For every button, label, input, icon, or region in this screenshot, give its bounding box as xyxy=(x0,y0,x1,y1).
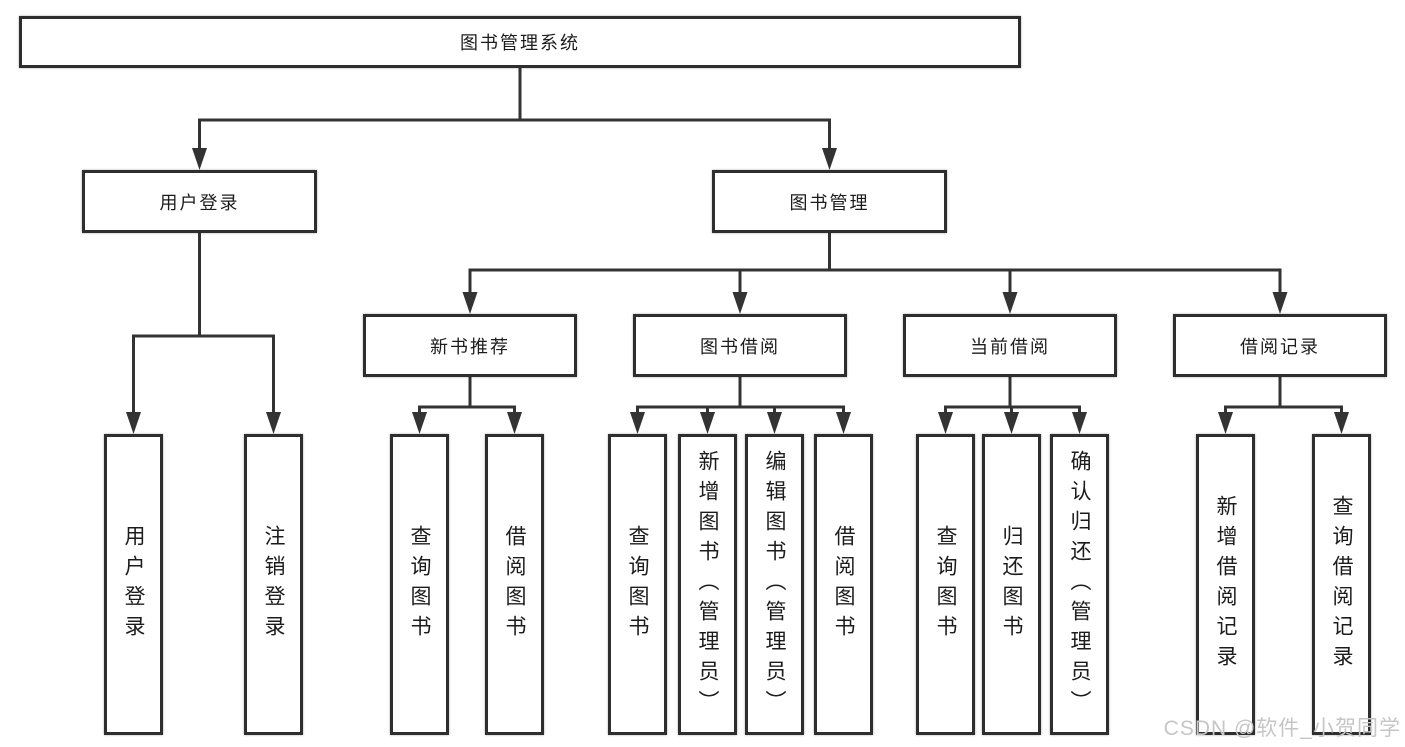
node-label: 查询图书 xyxy=(408,524,431,645)
diagram-node-login: 用户登录 xyxy=(82,170,317,233)
node-label: 新增借阅记录 xyxy=(1214,494,1237,675)
node-label: 注销登录 xyxy=(262,524,285,645)
arrowhead-icon xyxy=(732,292,748,314)
connector-path xyxy=(944,375,1081,417)
arrowhead-icon xyxy=(1218,412,1233,434)
arrowhead-icon xyxy=(412,412,427,434)
arrowhead-icon xyxy=(767,412,782,434)
connector-path xyxy=(636,375,845,417)
diagram-node-l12: 新增借阅记录 xyxy=(1196,434,1255,735)
node-label: 图书管理 xyxy=(789,192,870,213)
diagram-node-l13: 查询借阅记录 xyxy=(1312,434,1371,735)
diagram-node-l2: 注销登录 xyxy=(244,434,303,735)
diagram-node-l9: 查询图书 xyxy=(916,434,975,735)
connector-path xyxy=(1224,375,1343,417)
node-label: 查询图书 xyxy=(934,524,957,645)
arrowhead-icon xyxy=(630,412,645,434)
arrowhead-icon xyxy=(822,148,837,170)
arrowhead-icon xyxy=(266,412,281,434)
diagram-node-l11: 确认归还（管理员） xyxy=(1050,434,1109,735)
diagram-node-borrow: 图书借阅 xyxy=(633,314,847,377)
arrowhead-icon xyxy=(126,412,141,434)
diagram-node-l4: 借阅图书 xyxy=(485,434,544,735)
diagram-node-root: 图书管理系统 xyxy=(19,16,1021,68)
node-label: 查询图书 xyxy=(626,524,649,645)
connector-path xyxy=(198,66,831,153)
diagram-node-current: 当前借阅 xyxy=(903,314,1117,377)
arrowhead-icon xyxy=(1272,292,1288,314)
node-label: 查询借阅记录 xyxy=(1330,494,1353,675)
diagram-node-records: 借阅记录 xyxy=(1173,314,1387,377)
node-label: 确认归还（管理员） xyxy=(1068,449,1091,720)
node-label: 用户登录 xyxy=(159,192,240,213)
node-label: 借阅图书 xyxy=(503,524,526,645)
diagram-node-recommend: 新书推荐 xyxy=(363,314,577,377)
node-label: 借阅图书 xyxy=(832,524,855,645)
watermark: CSDN @软件_小贺同学 xyxy=(1163,717,1401,740)
diagram-node-l1: 用户登录 xyxy=(104,434,163,735)
arrowhead-icon xyxy=(1072,412,1087,434)
arrowhead-icon xyxy=(938,412,953,434)
arrowhead-icon xyxy=(836,412,851,434)
diagram-node-l5: 查询图书 xyxy=(608,434,667,735)
arrowhead-icon xyxy=(1002,292,1018,314)
node-label: 借阅记录 xyxy=(1240,336,1320,357)
arrowhead-icon xyxy=(507,412,522,434)
diagram-node-l10: 归还图书 xyxy=(982,434,1041,735)
diagram-node-l3: 查询图书 xyxy=(390,434,449,735)
connector-path xyxy=(418,375,516,417)
node-label: 新书推荐 xyxy=(430,336,510,357)
node-label: 新增图书（管理员） xyxy=(696,449,719,720)
node-label: 用户登录 xyxy=(122,524,145,645)
arrowhead-icon xyxy=(462,292,478,314)
node-label: 图书借阅 xyxy=(700,336,780,357)
connector-path xyxy=(468,231,1282,297)
diagram-node-l6: 新增图书（管理员） xyxy=(678,434,737,735)
diagram-node-l7: 编辑图书（管理员） xyxy=(745,434,804,735)
diagram-node-l8: 借阅图书 xyxy=(814,434,873,735)
arrowhead-icon xyxy=(192,148,207,170)
arrowhead-icon xyxy=(1334,412,1349,434)
diagram-node-mgmt: 图书管理 xyxy=(712,170,947,233)
node-label: 图书管理系统 xyxy=(460,33,580,53)
connector-path xyxy=(132,231,275,417)
node-label: 编辑图书（管理员） xyxy=(763,449,786,720)
arrowhead-icon xyxy=(700,412,715,434)
node-label: 归还图书 xyxy=(1000,524,1023,645)
node-label: 当前借阅 xyxy=(970,336,1050,357)
arrowhead-icon xyxy=(1004,412,1019,434)
